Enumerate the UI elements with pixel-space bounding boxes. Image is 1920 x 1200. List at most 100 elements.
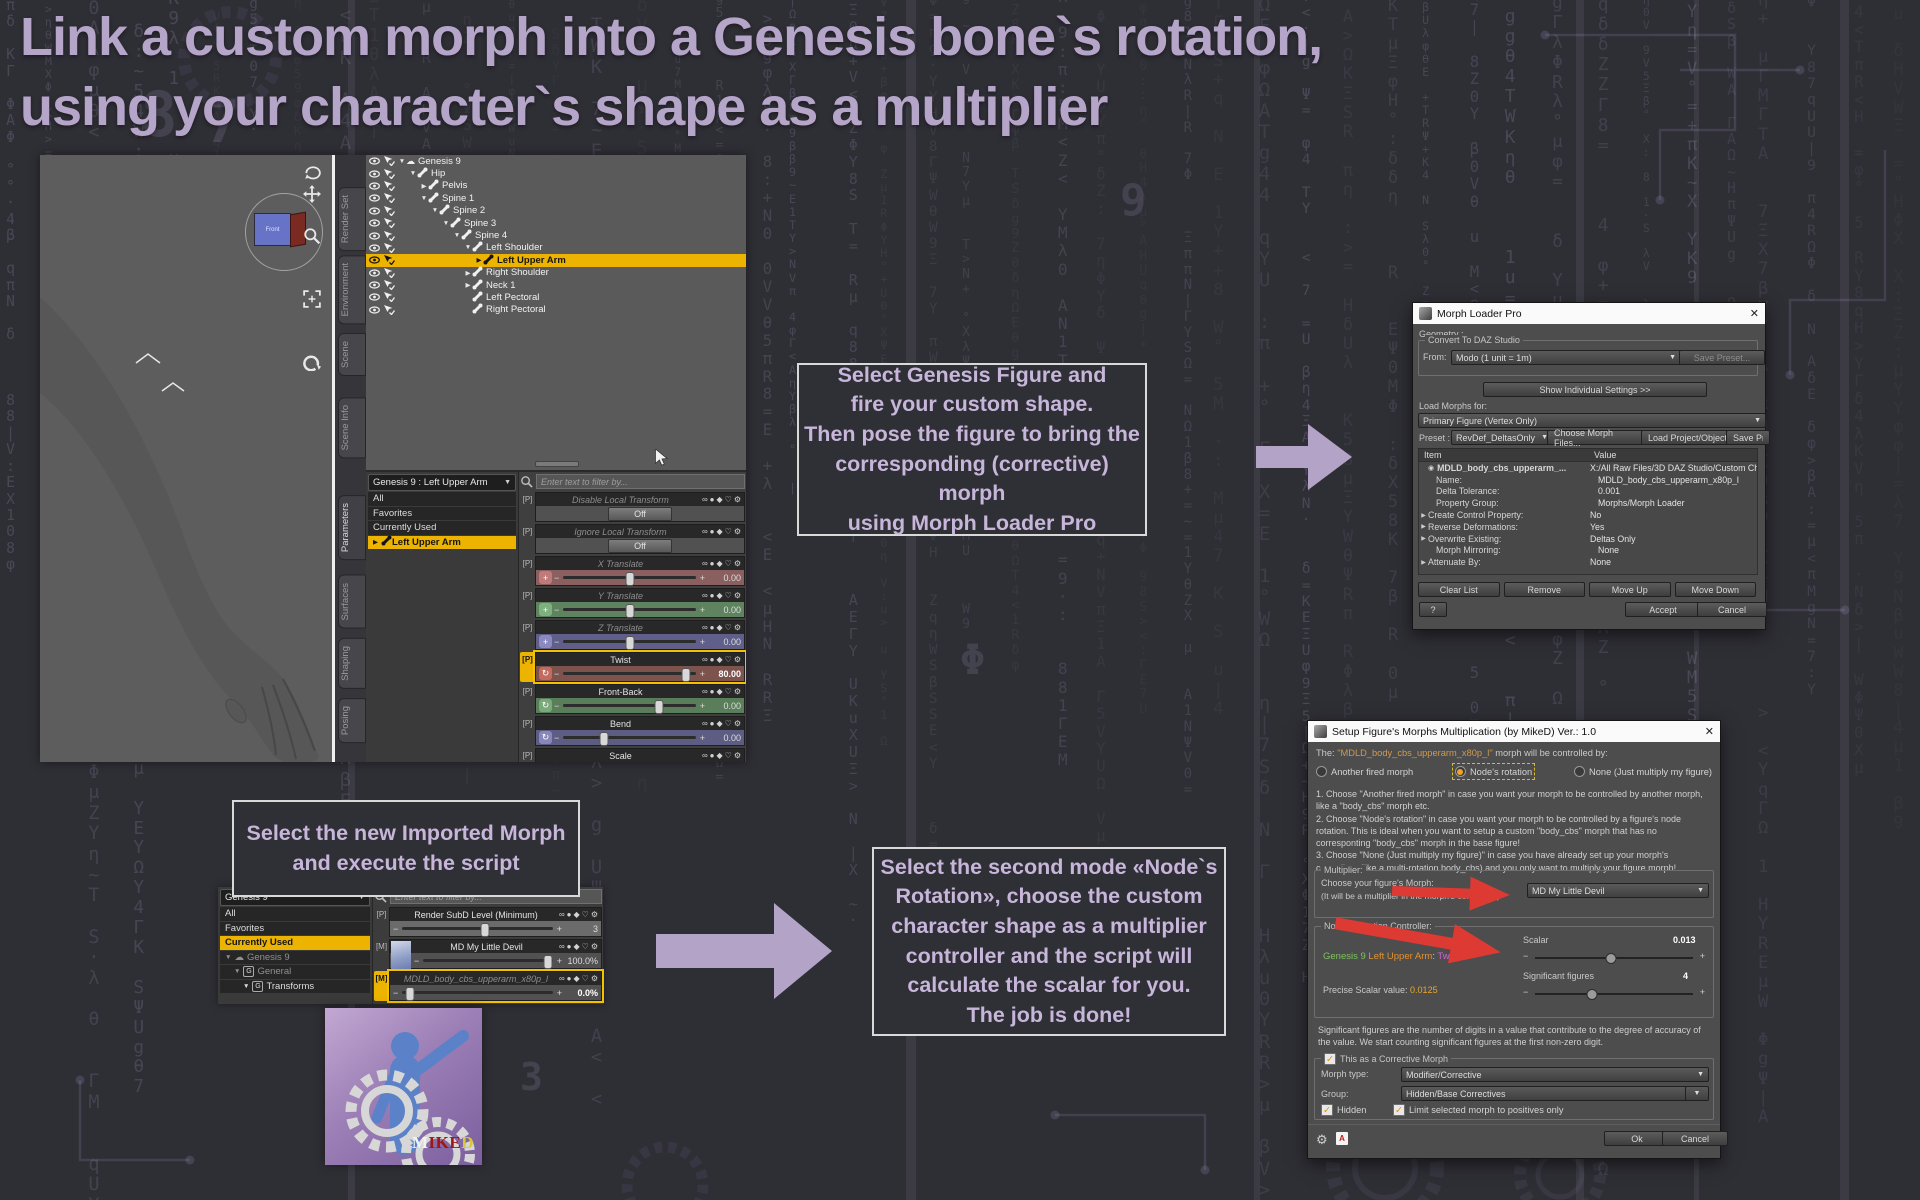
mesh-icon[interactable]: ● [710,496,715,504]
slider-minus[interactable]: − [554,573,559,583]
visibility-eye-icon[interactable] [369,232,380,240]
viewport[interactable]: Front [40,155,332,762]
parameter-slider[interactable] [563,704,695,707]
visibility-eye-icon[interactable] [369,207,380,215]
nav-item-favorites[interactable]: Favorites [220,922,370,936]
slider-handle[interactable] [625,572,634,586]
sigfig-slider-handle[interactable] [1586,989,1597,1000]
gear-icon[interactable]: ⚙ [734,752,741,760]
favorite-icon[interactable]: ♡ [725,656,732,664]
gear-icon[interactable]: ⚙ [734,496,741,504]
tree-expand-icon[interactable]: ▼ [420,195,428,202]
mesh-icon[interactable]: ● [710,528,715,536]
tree-expand-icon[interactable]: ▶ [1419,535,1428,542]
morph-item-row[interactable]: ▶Attenuate By:None [1419,556,1757,568]
parameter-row-md-my-little-devil[interactable]: [M]MD My Little Devil∞●◆♡⚙−+100.0% [374,939,602,969]
parameter-slider[interactable] [402,927,552,930]
selectable-pointer-icon[interactable] [383,181,395,191]
favorite-icon[interactable]: ♡ [725,752,732,760]
orbit-camera-icon[interactable] [303,163,321,181]
gear-icon[interactable]: ⚙ [734,720,741,728]
checkbox-checked-icon[interactable]: ✓ [1324,1053,1336,1065]
dialog-title-bar[interactable]: Morph Loader Pro ✕ [1413,303,1765,324]
selectable-pointer-icon[interactable] [383,292,395,302]
visibility-eye-icon[interactable] [369,269,380,277]
erc-icon[interactable]: ◆ [717,720,723,728]
gear-icon[interactable]: ⚙ [734,624,741,632]
filter-input[interactable]: Enter text to filter by... [536,474,745,489]
morph-item-row[interactable]: Morph Mirroring:None [1419,545,1757,557]
mesh-icon[interactable]: ● [710,560,715,568]
radio-another-fired-morph[interactable]: Another fired morph [1316,766,1413,777]
tree-expand-icon[interactable]: ▼ [431,207,439,214]
parameter-row-x-translate[interactable]: [P]X Translate∞●◆♡⚙+−+0.00 [520,556,745,586]
parameter-slider[interactable] [563,576,695,579]
tree-expand-icon[interactable]: ▼ [453,232,461,239]
tab-parameters[interactable]: Parameters [338,495,366,560]
slider-plus[interactable]: + [1700,951,1705,961]
button-move-down[interactable]: Move Down [1675,582,1757,597]
dialog-title-bar[interactable]: Setup Figure's Morphs Multiplication (by… [1308,721,1720,742]
parameter-row-twist[interactable]: [P]Twist∞●◆♡⚙↻−+80.00 [520,652,745,682]
tab-posing[interactable]: Posing [338,698,366,743]
cancel-button[interactable]: Cancel [1662,1131,1728,1146]
scalar-slider-handle[interactable] [1605,953,1616,964]
view-cube-front-face[interactable]: Front [254,213,291,246]
parameter-slider[interactable] [563,672,695,675]
slider-minus[interactable]: − [393,924,398,934]
tree-expand-icon[interactable]: ▶ [1419,559,1428,566]
erc-icon[interactable]: ◆ [574,975,580,983]
link-icon[interactable]: ∞ [702,656,708,664]
reset-camera-icon[interactable] [303,353,321,371]
value-column-header[interactable]: Value [1594,450,1616,460]
from-dropdown[interactable]: Modo (1 unit = 1m) ▼ [1451,350,1681,365]
button-remove[interactable]: Remove [1504,582,1586,597]
nav-item-selected-node[interactable]: ▶Left Upper Arm [368,536,516,550]
cancel-button[interactable]: Cancel [1697,602,1767,617]
parameter-row-front-back[interactable]: [P]Front-Back∞●◆♡⚙↻−+0.00 [520,684,745,714]
favorite-icon[interactable]: ♡ [725,560,732,568]
tree-expand-icon[interactable]: ▼ [464,244,472,251]
link-icon[interactable]: ∞ [702,752,708,760]
nav-item-all[interactable]: All [368,492,516,506]
accept-button[interactable]: Accept [1625,602,1701,617]
mesh-icon[interactable]: ● [567,943,572,951]
button-clear-list[interactable]: Clear List [1418,582,1500,597]
tree-expand-icon[interactable]: ▶ [1419,523,1428,530]
slider-minus[interactable]: − [393,988,398,998]
slider-handle[interactable] [543,955,552,969]
frame-camera-icon[interactable] [303,290,321,308]
ok-button[interactable]: Ok [1604,1131,1670,1146]
scene-tree-item-spine-1[interactable]: ▼Spine 1 [366,192,746,204]
load-morphs-for-dropdown[interactable]: Primary Figure (Vertex Only) ▼ [1418,413,1766,428]
visibility-eye-icon[interactable] [369,219,380,227]
erc-icon[interactable]: ◆ [717,752,723,760]
erc-icon[interactable]: ◆ [717,560,723,568]
slider-minus[interactable]: − [554,701,559,711]
erc-icon[interactable]: ◆ [717,496,723,504]
figure-morph-dropdown[interactable]: MD My Little Devil ▼ [1527,883,1709,898]
selectable-pointer-icon[interactable] [383,255,395,265]
item-column-header[interactable]: Item [1419,450,1594,460]
nav-tree-general[interactable]: ▼GGeneral [220,965,370,979]
close-icon[interactable]: ✕ [1750,307,1759,320]
visibility-eye-icon[interactable] [369,293,380,301]
slider-minus[interactable]: − [1523,951,1528,961]
favorite-icon[interactable]: ♡ [725,688,732,696]
slider-minus[interactable]: − [554,605,559,615]
slider-handle[interactable] [654,700,663,714]
tab-scene-info[interactable]: Scene Info [338,397,366,458]
link-icon[interactable]: ∞ [702,624,708,632]
parameter-slider[interactable] [402,991,552,994]
tree-expand-icon[interactable]: ▶ [464,269,472,277]
link-icon[interactable]: ∞ [702,688,708,696]
nav-tree-transforms[interactable]: ▼GTransforms [220,980,370,994]
morph-item-row[interactable]: ▶Create Control Property:No [1419,509,1757,521]
radio-icon[interactable] [1455,766,1466,777]
gear-icon[interactable]: ⚙ [734,560,741,568]
slider-handle[interactable] [405,987,414,1001]
visibility-eye-icon[interactable] [369,194,380,202]
selectable-pointer-icon[interactable] [383,268,395,278]
link-icon[interactable]: ∞ [702,592,708,600]
favorite-icon[interactable]: ♡ [725,592,732,600]
